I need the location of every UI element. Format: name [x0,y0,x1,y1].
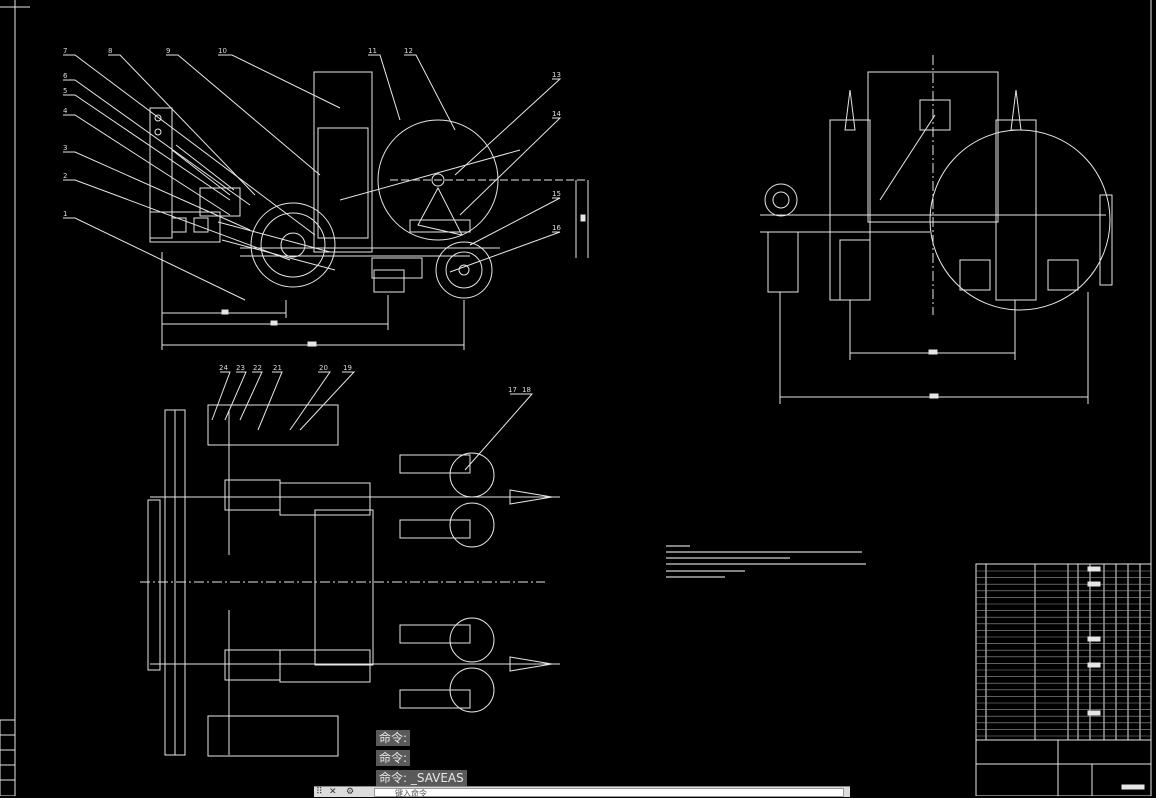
command-history-line: 命令: [376,727,536,746]
part-number: 7 [63,47,67,55]
part-number: 12 [404,47,413,55]
part-number: 21 [273,364,282,372]
part-number: 11 [368,47,377,55]
part-number: 6 [63,72,68,80]
technical-notes [666,545,866,578]
top-view-part-numbers: 24 23 22 21 20 19 17 18 [219,364,531,394]
part-number: 22 [253,364,262,372]
rear-view [760,55,1113,404]
parts-list-table [975,563,1152,796]
part-number: 20 [319,364,328,372]
front-view [63,54,589,350]
front-view-part-numbers: 7 8 9 10 11 12 13 14 15 16 6 5 4 3 2 1 [63,47,561,232]
top-view [140,371,560,757]
command-history: 命令: 命令: 命令: _SAVEAS [376,727,536,787]
part-number: 15 [552,190,561,198]
command-line-bar: ⠿ ✕ ⚙ 键入命令 [314,786,850,798]
part-number: 19 [343,364,352,372]
part-number: 4 [63,107,68,115]
part-number: 17 [508,386,517,394]
part-number: 23 [236,364,245,372]
part-number: 13 [552,71,561,79]
close-icon[interactable]: ✕ [329,787,337,797]
part-number: 1 [63,210,67,218]
part-number: 24 [219,364,228,372]
customize-icon[interactable]: ⚙ [346,787,355,797]
command-history-line: 命令: _SAVEAS [376,767,536,786]
drag-handle-icon[interactable]: ⠿ [316,787,323,797]
part-number: 3 [63,144,67,152]
part-number: 8 [108,47,112,55]
part-number: 5 [63,87,67,95]
part-number: 2 [63,172,67,180]
part-number: 10 [218,47,227,55]
part-number: 9 [166,47,170,55]
part-number: 14 [552,110,561,118]
part-number: 18 [522,386,531,394]
part-number: 16 [552,224,561,232]
command-history-line: 命令: [376,747,536,766]
